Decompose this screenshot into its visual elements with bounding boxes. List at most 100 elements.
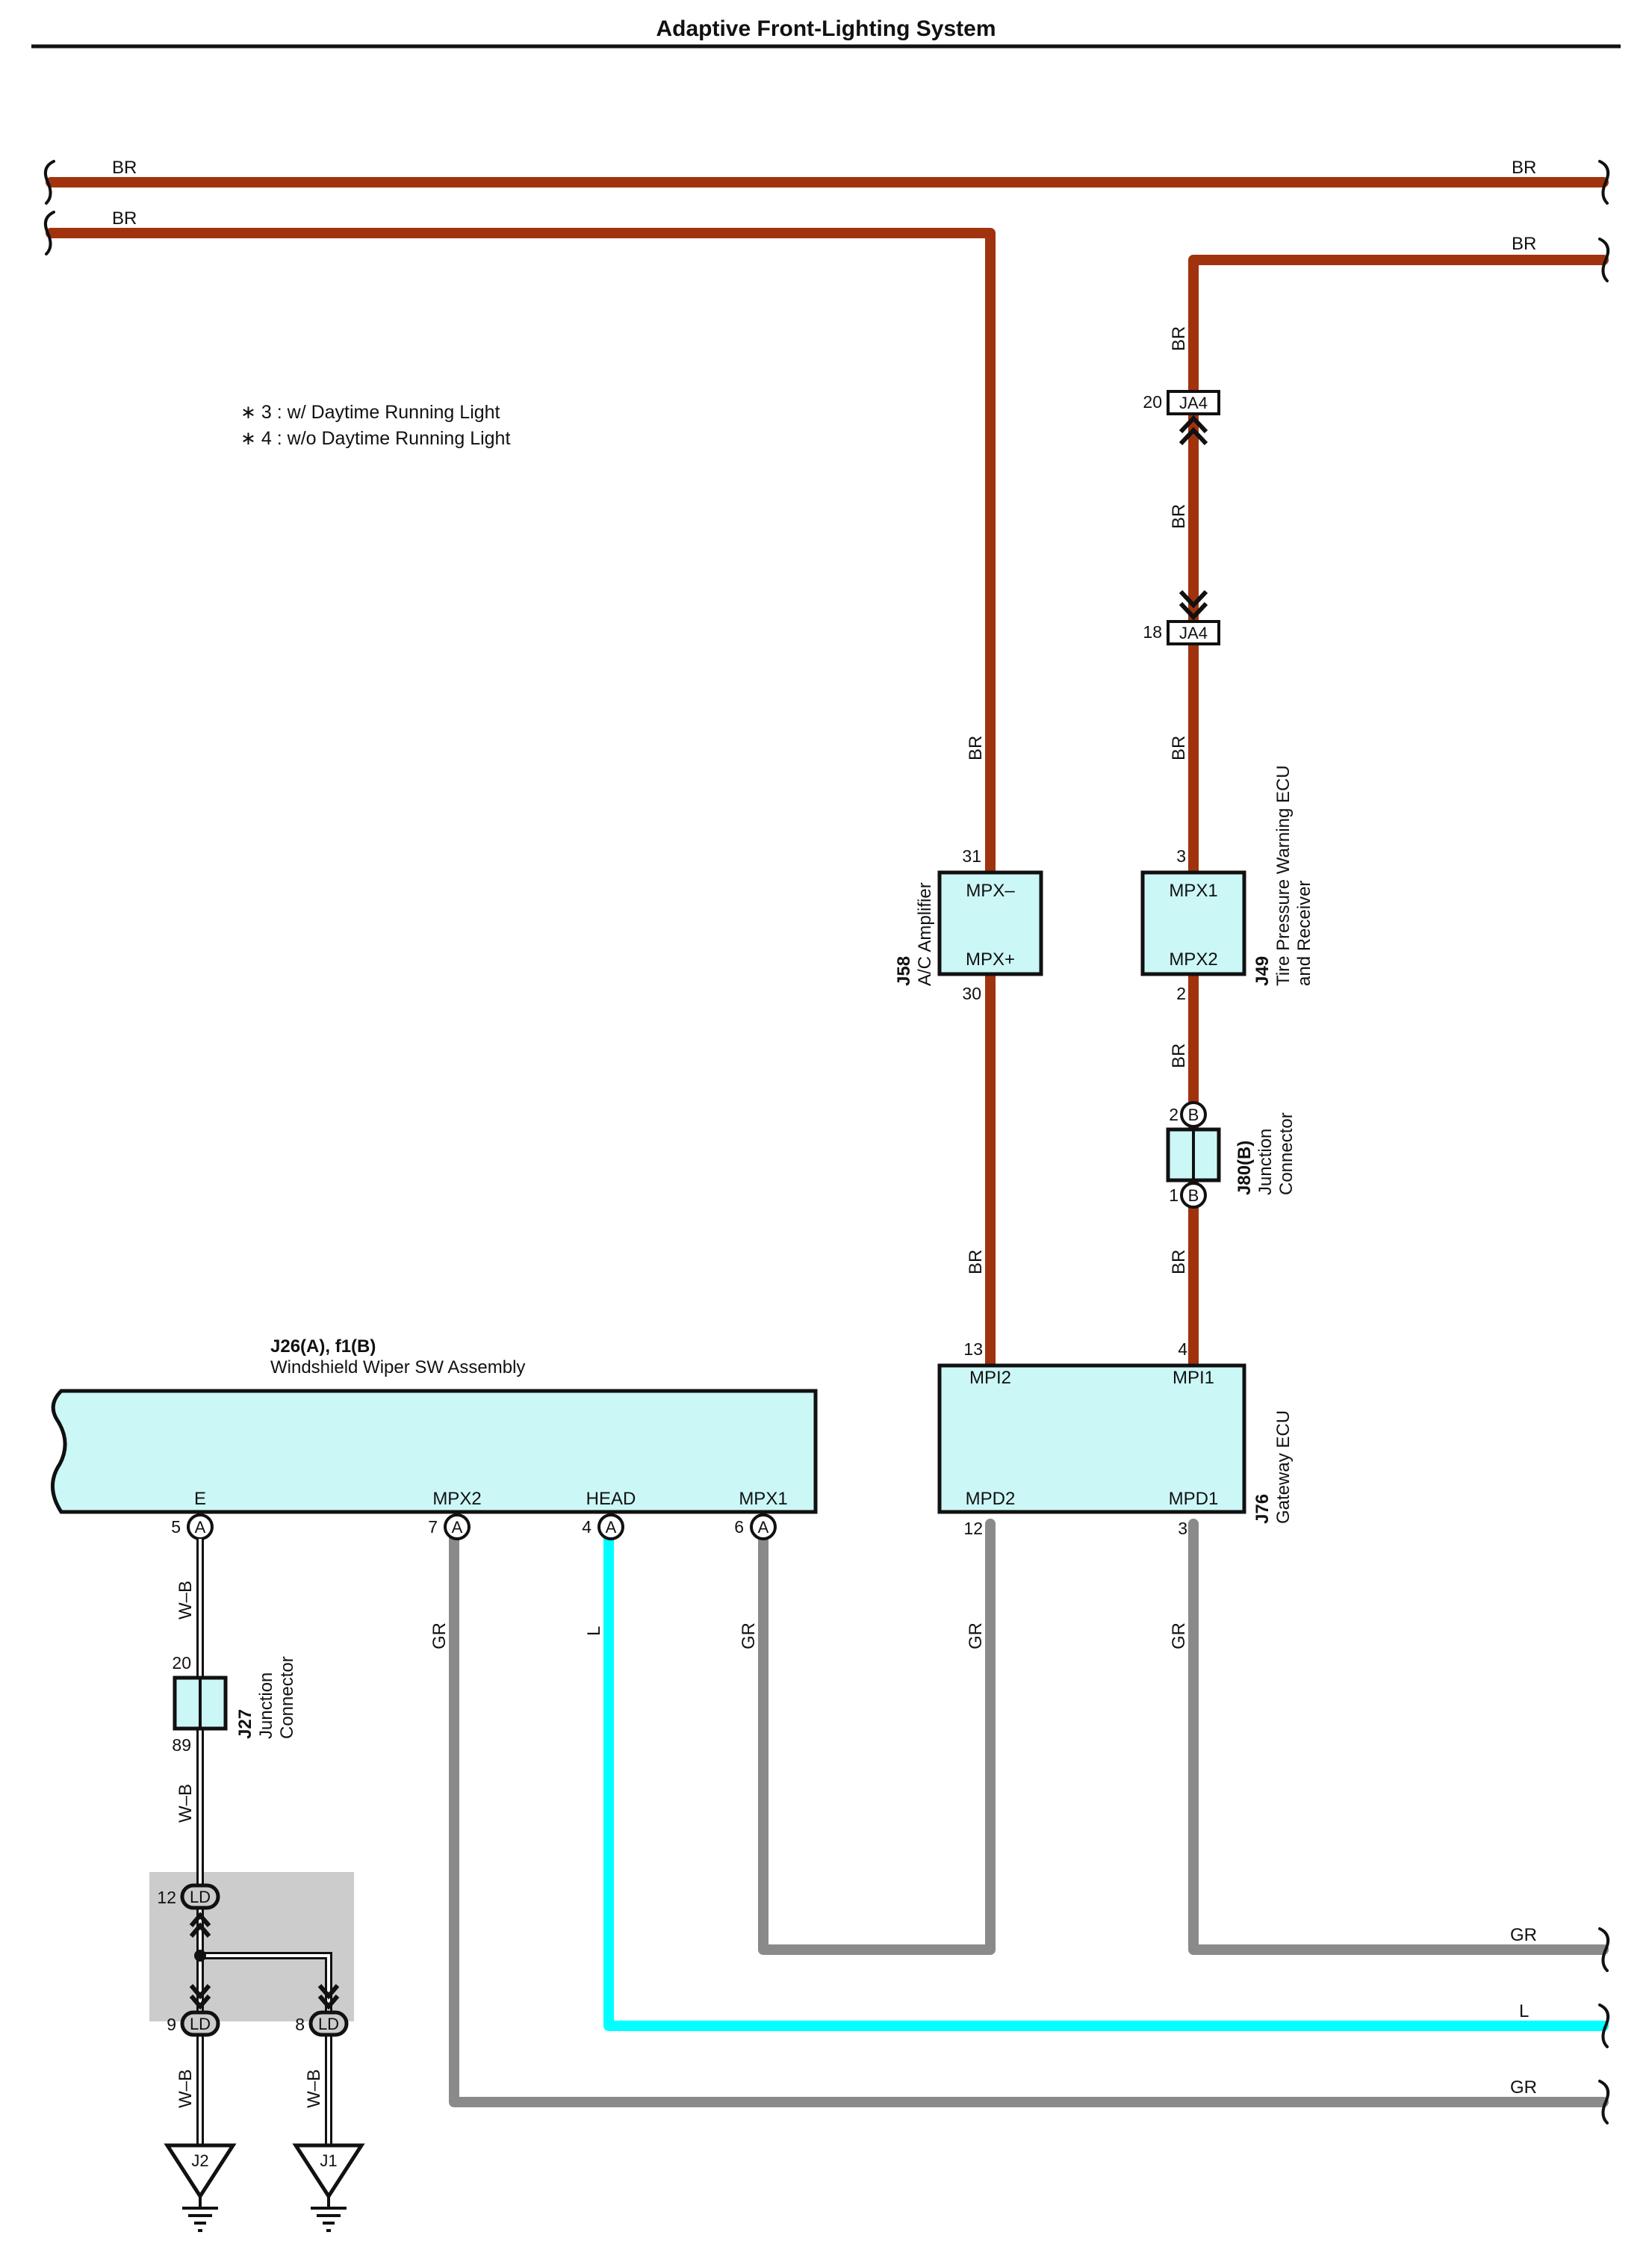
wire-l-head bbox=[603, 1531, 1609, 2031]
j26-conn-a-circle bbox=[750, 1513, 777, 1540]
wire-label-br: BR bbox=[1169, 736, 1189, 760]
j49-terminal-mpx2: MPX2 bbox=[1169, 949, 1217, 970]
j26-terminal-e: E bbox=[194, 1489, 206, 1509]
wire-label-br: BR bbox=[966, 1250, 986, 1274]
j26-pin-4: 4 bbox=[582, 1517, 591, 1537]
j26-conn-a: A bbox=[606, 1518, 617, 1537]
wire-label-br: BR bbox=[1169, 1250, 1189, 1274]
j76-pin-12: 12 bbox=[963, 1519, 983, 1538]
break-left-1 bbox=[43, 160, 55, 205]
j76-pin-3: 3 bbox=[1178, 1519, 1187, 1538]
j80-name-line1: Junction bbox=[1255, 1129, 1276, 1195]
ja4-female-chevron-icon bbox=[1179, 589, 1208, 621]
j49-pin-2: 2 bbox=[1176, 984, 1186, 1003]
j76-terminal-mpi2: MPI2 bbox=[969, 1368, 1011, 1388]
wire-label-wb: W–B bbox=[176, 1581, 196, 1619]
wire-label-l: L bbox=[584, 1626, 604, 1636]
j26-conn-a: A bbox=[758, 1518, 769, 1537]
j58-name: A/C Amplifier bbox=[915, 882, 935, 986]
ground-j1-icon bbox=[311, 2196, 347, 2232]
break-right-1 bbox=[1598, 160, 1610, 205]
note-no-drl: ∗ 4 : w/o Daytime Running Light bbox=[240, 428, 510, 449]
ground-j1-label: J1 bbox=[320, 2151, 337, 2170]
wire-label-br: BR bbox=[1169, 504, 1189, 529]
splice-junction-dot bbox=[194, 1950, 206, 1962]
ld-connector-12 bbox=[180, 1883, 220, 1910]
wire-label-gr: GR bbox=[966, 1622, 986, 1649]
ja4-label: JA4 bbox=[1179, 624, 1208, 642]
ld-chevron-icon bbox=[189, 1912, 211, 1938]
j76-gateway-ecu-box bbox=[937, 1363, 1246, 1514]
wire-label-gr: GR bbox=[429, 1622, 450, 1649]
j58-terminal-mpx-minus: MPX– bbox=[966, 881, 1015, 901]
j26-terminal-mpx1: MPX1 bbox=[739, 1489, 787, 1509]
wire-label-gr: GR bbox=[1169, 1622, 1189, 1649]
ja4-pin-18: 18 bbox=[1143, 622, 1162, 642]
j26-conn-a: A bbox=[195, 1518, 206, 1537]
j76-pin-4: 4 bbox=[1178, 1339, 1187, 1359]
ld-label: LD bbox=[318, 2015, 339, 2033]
j49-pin-3: 3 bbox=[1176, 846, 1186, 866]
j49-name-line1: Tire Pressure Warning ECU bbox=[1273, 765, 1294, 986]
j58-terminal-mpx-plus: MPX+ bbox=[966, 949, 1015, 970]
wire-label-gr: GR bbox=[1510, 1925, 1537, 1945]
wire-br-tire-pressure bbox=[1188, 255, 1609, 1371]
j80-name-line2: Connector bbox=[1276, 1112, 1297, 1195]
j80-pin-2: 2 bbox=[1169, 1105, 1179, 1124]
wire-label-wb: W–B bbox=[176, 1784, 196, 1823]
ld-pin-9: 9 bbox=[167, 2015, 176, 2034]
j26-code: J26(A), f1(B) bbox=[270, 1336, 376, 1357]
j76-name: Gateway ECU bbox=[1273, 1410, 1294, 1524]
ja4-label: JA4 bbox=[1179, 394, 1208, 412]
j27-pin-89: 89 bbox=[172, 1735, 191, 1755]
wire-gr-mpx1-to-mpd2 bbox=[758, 1519, 996, 1955]
j27-name-line2: Connector bbox=[277, 1656, 297, 1739]
break-right-l bbox=[1598, 2003, 1610, 2048]
ld-connector-8 bbox=[308, 2010, 349, 2037]
ja4-tag-upper bbox=[1167, 390, 1220, 415]
j26-conn-a-circle bbox=[444, 1513, 471, 1540]
j49-code: J49 bbox=[1252, 956, 1273, 986]
j26-terminal-head: HEAD bbox=[586, 1489, 636, 1509]
j76-terminal-mpd1: MPD1 bbox=[1169, 1489, 1219, 1509]
wire-gr-mpx2 bbox=[449, 1531, 1609, 2107]
break-left-2 bbox=[43, 211, 55, 255]
ground-j2-triangle bbox=[164, 2143, 237, 2200]
wire-label-br: BR bbox=[112, 208, 137, 229]
j26-conn-a: A bbox=[452, 1518, 463, 1537]
j80-conn-b-circle bbox=[1180, 1182, 1207, 1209]
j76-terminal-mpd2: MPD2 bbox=[966, 1489, 1016, 1509]
j80-code: J80(B) bbox=[1235, 1141, 1255, 1195]
j26-conn-a-circle bbox=[597, 1513, 624, 1540]
ground-j1-triangle bbox=[292, 2143, 365, 2200]
ja4-male-chevron-icon bbox=[1179, 415, 1208, 446]
wire-label-wb: W–B bbox=[304, 2069, 324, 2108]
j27-pin-20: 20 bbox=[172, 1653, 191, 1673]
j26-pin-6: 6 bbox=[734, 1517, 744, 1537]
diagram-title: Adaptive Front-Lighting System bbox=[656, 16, 996, 41]
wire-label-l: L bbox=[1519, 2001, 1529, 2021]
j27-name-line1: Junction bbox=[256, 1673, 276, 1739]
wire-gr-mpd1 bbox=[1188, 1519, 1609, 1955]
j58-pin-30: 30 bbox=[962, 984, 981, 1003]
j26-pin-5: 5 bbox=[171, 1517, 181, 1537]
wire-wb-branch-inner bbox=[200, 1954, 330, 2189]
wire-label-br: BR bbox=[1169, 326, 1189, 351]
ld-pin-12: 12 bbox=[157, 1888, 176, 1907]
j80-conn-b: B bbox=[1188, 1106, 1199, 1124]
break-right-gr1 bbox=[1598, 1927, 1610, 1972]
wire-label-br: BR bbox=[1512, 234, 1536, 254]
wire-br-ac-amp bbox=[46, 228, 996, 1371]
j26-name: Windshield Wiper SW Assembly bbox=[270, 1357, 525, 1377]
j26-pin-7: 7 bbox=[428, 1517, 438, 1537]
wire-label-wb: W–B bbox=[176, 2069, 196, 2108]
j80-conn-b-circle bbox=[1180, 1101, 1207, 1128]
ground-j2-label: J2 bbox=[191, 2151, 208, 2170]
ld-pin-8: 8 bbox=[295, 2015, 305, 2034]
j58-ac-amplifier-box bbox=[937, 870, 1043, 976]
j76-terminal-mpi1: MPI1 bbox=[1173, 1368, 1214, 1388]
j26-wiper-switch-box bbox=[51, 1389, 818, 1514]
ground-j2-icon bbox=[182, 2196, 218, 2232]
note-drl: ∗ 3 : w/ Daytime Running Light bbox=[240, 402, 500, 423]
